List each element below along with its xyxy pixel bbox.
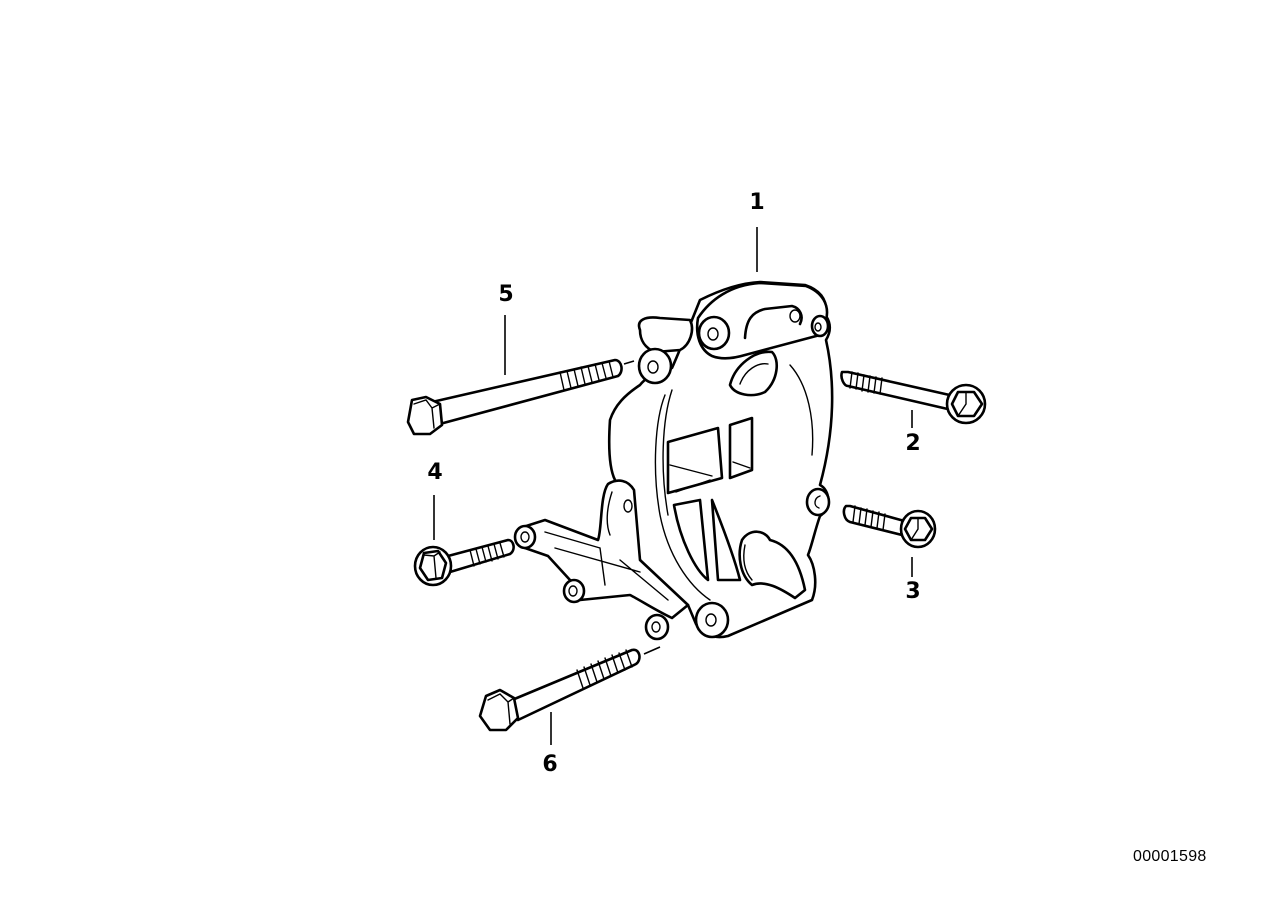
bracket-part-1[interactable] (513, 280, 834, 641)
callout-label-3: 3 (905, 579, 921, 604)
alignment-dash-6 (643, 646, 661, 655)
callout-label-1: 1 (749, 190, 765, 215)
callout-label-4: 4 (427, 460, 443, 485)
diagram-number: 00001598 (1133, 848, 1207, 865)
bolt-part-5[interactable] (406, 358, 623, 436)
bolt-part-2[interactable] (840, 370, 987, 425)
bolt-part-3[interactable] (842, 504, 937, 549)
callout-label-5: 5 (498, 282, 514, 307)
bolt-part-6[interactable] (478, 648, 641, 732)
callout-label-6: 6 (542, 752, 558, 777)
callout-label-2: 2 (905, 431, 921, 456)
bolt-part-4[interactable] (413, 538, 515, 587)
alignment-dash-5 (623, 360, 635, 365)
